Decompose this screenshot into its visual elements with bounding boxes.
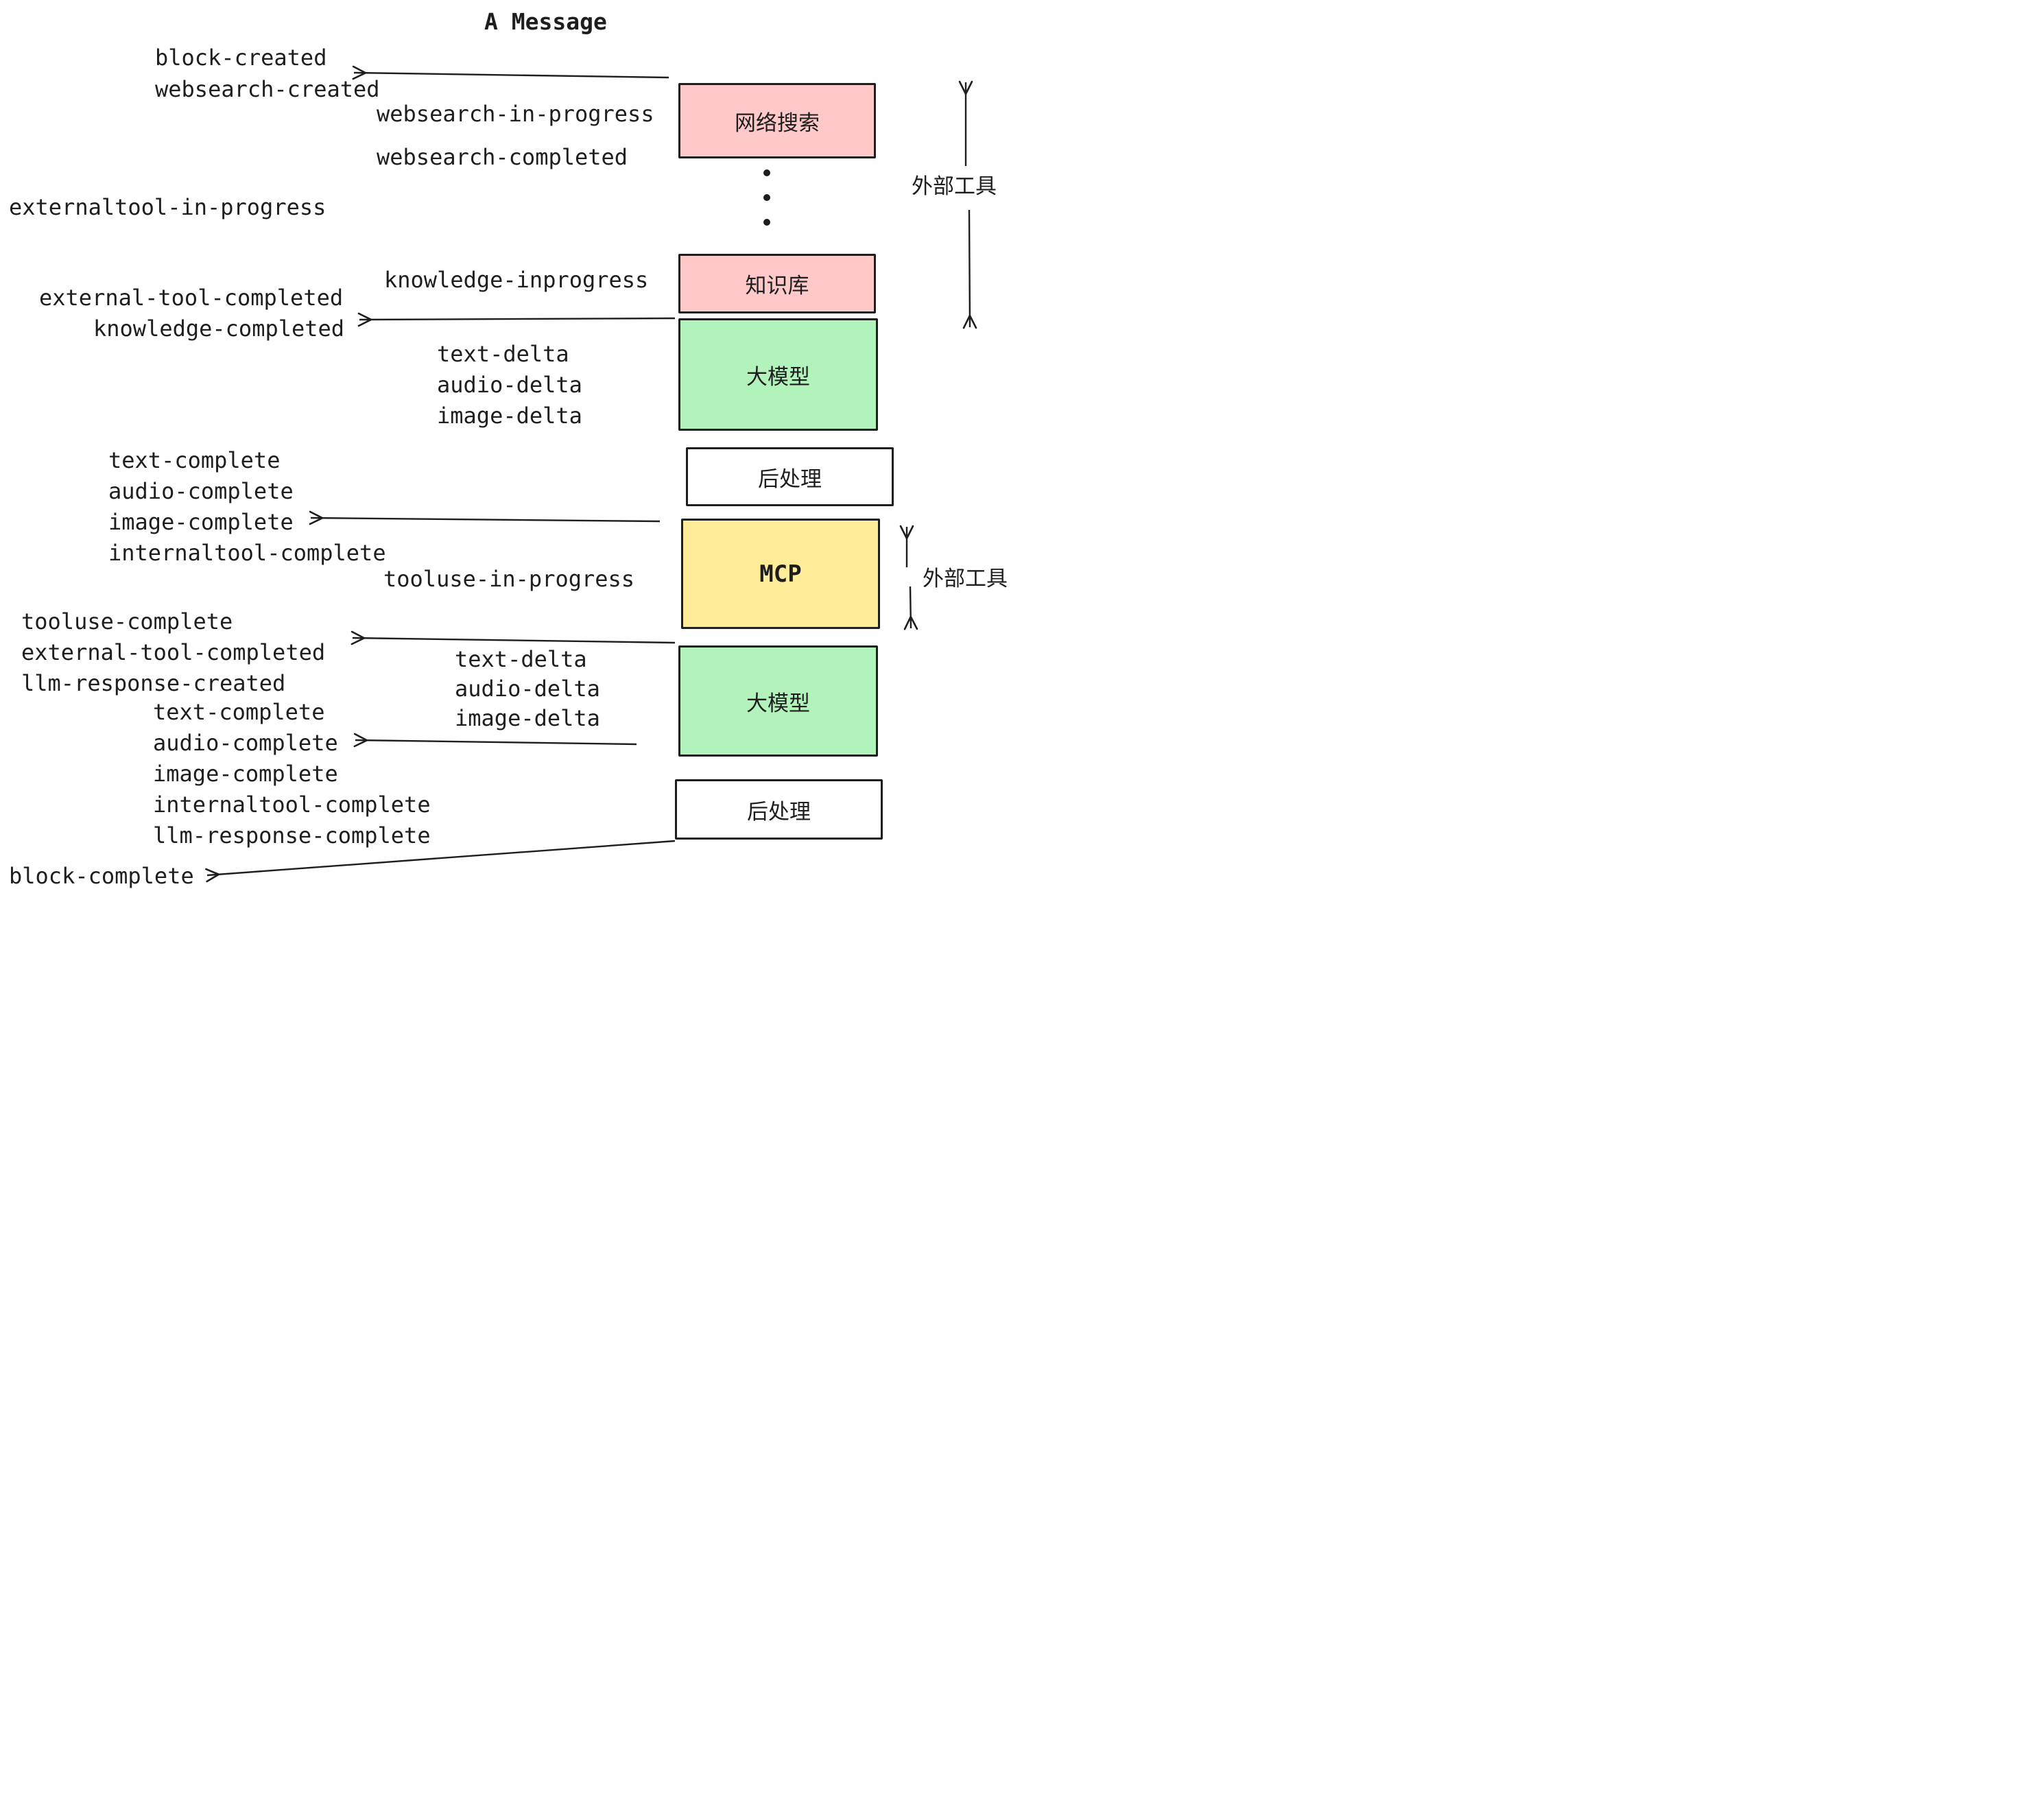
event-knowledge-completed: knowledge-completed — [93, 316, 345, 342]
event-audio-delta-2: audio-delta — [455, 676, 600, 702]
arrow-llm2-to-audio-complete — [353, 733, 637, 748]
event-block-complete: block-complete — [9, 863, 194, 889]
box-post-1: 后处理 — [686, 447, 894, 506]
flow-diagram: A Message block-created websearch-create… — [0, 0, 1022, 902]
event-knowledge-inprogress: knowledge-inprogress — [384, 267, 649, 293]
box-post-2-label: 后处理 — [747, 799, 811, 824]
event-text-complete-2: text-complete — [153, 699, 325, 725]
box-post-1-label: 后处理 — [758, 466, 822, 492]
event-llm-response-created: llm-response-created — [21, 670, 286, 696]
box-llm-1: 大模型 — [678, 318, 878, 431]
external-tools-label-mcp: 外部工具 — [923, 567, 1008, 591]
diagram-title: A Message — [484, 8, 607, 35]
external-tools-label-top: 外部工具 — [912, 174, 997, 199]
event-tooluse-complete: tooluse-complete — [21, 608, 233, 634]
arrow-websearch-to-block-created — [352, 65, 669, 80]
ellipsis-dot-2 — [763, 194, 770, 201]
event-tooluse-in-progress: tooluse-in-progress — [383, 566, 635, 592]
event-external-tool-completed-2: external-tool-completed — [21, 639, 326, 665]
event-internaltool-complete-2: internaltool-complete — [153, 792, 431, 818]
box-websearch-label: 网络搜索 — [735, 110, 820, 136]
event-block-created: block-created — [155, 45, 327, 71]
event-image-delta-2: image-delta — [455, 705, 600, 731]
event-externaltool-in-progress: externaltool-in-progress — [9, 194, 326, 220]
arrow-knowledge-to-knowledge-completed — [357, 312, 676, 327]
event-audio-delta-1: audio-delta — [437, 372, 582, 398]
arrow-mcp-to-tooluse-complete — [350, 630, 676, 645]
box-llm-1-label: 大模型 — [746, 364, 810, 390]
arrow-post1-to-image-complete — [309, 510, 661, 525]
box-websearch: 网络搜索 — [678, 83, 876, 158]
event-websearch-created: websearch-created — [155, 76, 380, 102]
event-image-complete-2: image-complete — [153, 761, 338, 787]
arrow-external-tools-top-down — [962, 209, 977, 329]
event-image-complete-1: image-complete — [108, 509, 294, 535]
event-text-delta-1: text-delta — [437, 341, 569, 367]
box-knowledge-label: 知识库 — [745, 274, 809, 298]
box-post-2: 后处理 — [675, 779, 883, 840]
event-image-delta-1: image-delta — [437, 403, 582, 429]
event-websearch-completed: websearch-completed — [377, 144, 628, 170]
ellipsis-dot-1 — [763, 169, 770, 176]
box-llm-2: 大模型 — [678, 645, 878, 757]
event-internaltool-complete-1: internaltool-complete — [108, 540, 386, 566]
event-audio-complete-1: audio-complete — [108, 478, 294, 504]
box-mcp: MCP — [681, 519, 880, 629]
ellipsis-dot-3 — [763, 219, 770, 226]
event-websearch-in-progress: websearch-in-progress — [377, 101, 654, 127]
event-text-complete-1: text-complete — [108, 447, 281, 473]
arrow-external-tools-mcp-down — [903, 586, 918, 630]
event-external-tool-completed-1: external-tool-completed — [39, 285, 344, 311]
box-mcp-label: MCP — [759, 560, 802, 588]
event-audio-complete-2: audio-complete — [153, 730, 338, 756]
event-llm-response-complete: llm-response-complete — [153, 822, 431, 848]
box-llm-2-label: 大模型 — [746, 691, 810, 716]
box-knowledge: 知识库 — [678, 254, 876, 313]
event-text-delta-2: text-delta — [455, 646, 587, 672]
